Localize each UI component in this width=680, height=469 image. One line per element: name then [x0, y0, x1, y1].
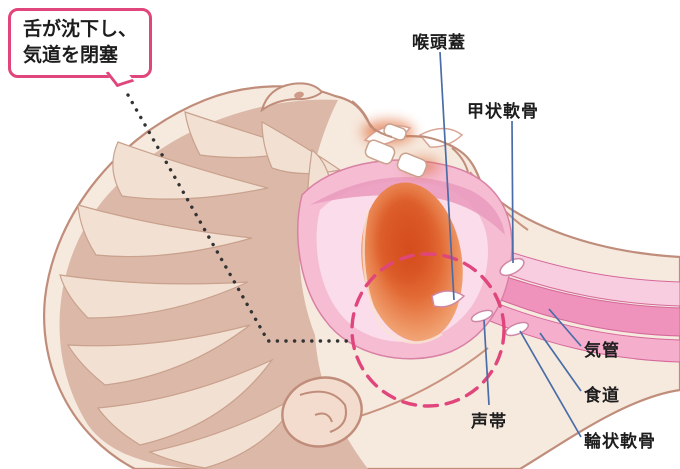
esophagus-band [477, 297, 680, 363]
leader-line-cricoid-cartilage [519, 330, 582, 438]
label-cricoid-cartilage: 輪状軟骨 [584, 432, 656, 451]
neck-bands [477, 247, 680, 363]
callout-leader-dotted-line [126, 93, 350, 343]
leader-line-vocal-cords [483, 319, 490, 406]
label-thyroid-cartilage: 甲状軟骨 [467, 102, 539, 121]
epiglottis-shape [431, 290, 466, 308]
lips [351, 100, 469, 173]
label-epiglottis: 喉頭蓋 [412, 33, 466, 52]
nostril [294, 91, 304, 99]
ear [281, 376, 363, 448]
obstruction-circle [350, 252, 506, 408]
leader-line-epiglottis [439, 51, 455, 301]
upper-airway-band [489, 247, 680, 307]
thyroid-cartilage-shape [499, 257, 525, 277]
cricoid-cartilage-shape [504, 321, 530, 337]
leader-line-thyroid-cartilage [511, 120, 514, 264]
callout-tongue-obstruction: 舌が沈下し、 気道を閉塞 [8, 8, 153, 79]
label-esophagus: 食道 [584, 386, 620, 405]
leader-line-esophagus [539, 332, 582, 392]
label-vocal-cords: 声帯 [471, 412, 507, 431]
soft-palate [310, 177, 505, 235]
leader-line-trachea [548, 308, 582, 347]
callout-line1: 舌が沈下し、 [23, 19, 138, 40]
nose [260, 82, 324, 113]
tongue-core [377, 196, 433, 284]
callout-line2: 気道を閉塞 [23, 45, 119, 67]
label-trachea: 気管 [584, 341, 620, 360]
